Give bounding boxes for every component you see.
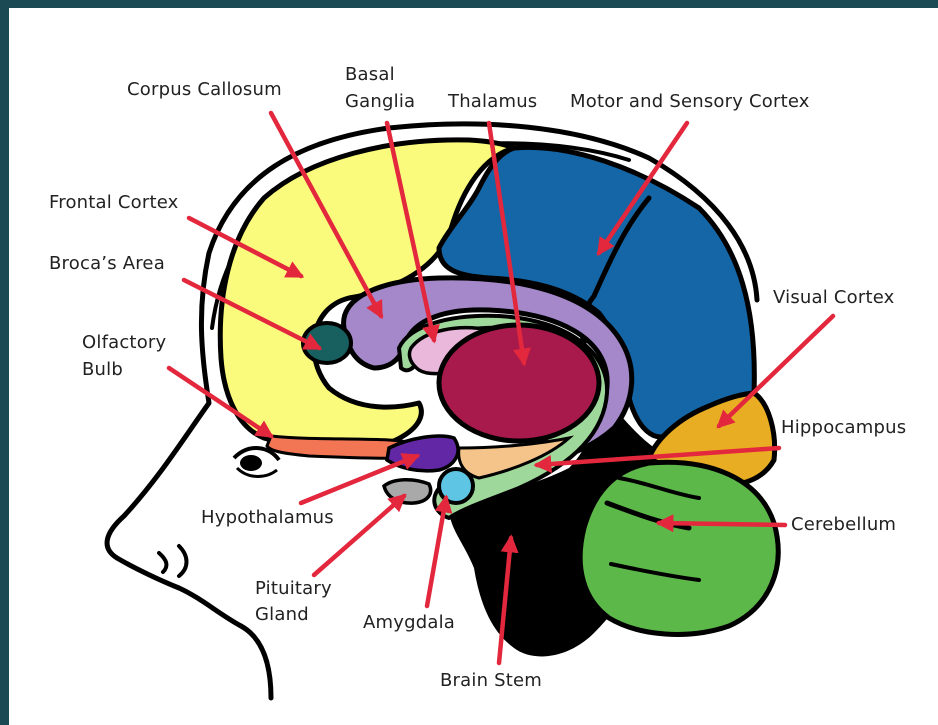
- olfactory-bulb-label-line1: Olfactory: [82, 331, 166, 354]
- motor-sensory-cortex-label: Motor and Sensory Cortex: [570, 90, 810, 113]
- visual-cortex-label: Visual Cortex: [773, 286, 895, 309]
- olfactory-bulb-label-line2: Bulb: [82, 358, 123, 381]
- brain-diagram: [9, 8, 938, 725]
- hippocampus-label: Hippocampus: [781, 416, 906, 439]
- pituitary-gland-label-line2: Gland: [255, 603, 309, 626]
- frontal-cortex-label: Frontal Cortex: [49, 191, 179, 214]
- diagram-frame: Corpus Callosum Basal Ganglia Thalamus M…: [9, 8, 938, 725]
- basal-ganglia-label-line2: Ganglia: [345, 90, 415, 113]
- brocas-area-label: Broca’s Area: [49, 252, 165, 275]
- cerebellum-arrow: [659, 523, 785, 525]
- thalamus-label: Thalamus: [448, 90, 537, 113]
- basal-ganglia-label-line1: Basal: [345, 63, 395, 86]
- cerebellum-region: [580, 462, 778, 634]
- eye: [234, 448, 279, 476]
- corpus-callosum-label: Corpus Callosum: [127, 78, 282, 101]
- brain-stem-label: Brain Stem: [440, 669, 542, 692]
- amygdala-arrow: [427, 498, 446, 606]
- cerebellum-label: Cerebellum: [791, 513, 896, 536]
- pituitary-gland-label-line1: Pituitary: [255, 577, 332, 600]
- pituitary-gland-region: [384, 480, 431, 503]
- hypothalamus-label: Hypothalamus: [201, 506, 334, 529]
- nostril-outline: [159, 546, 187, 576]
- amygdala-label: Amygdala: [363, 611, 455, 634]
